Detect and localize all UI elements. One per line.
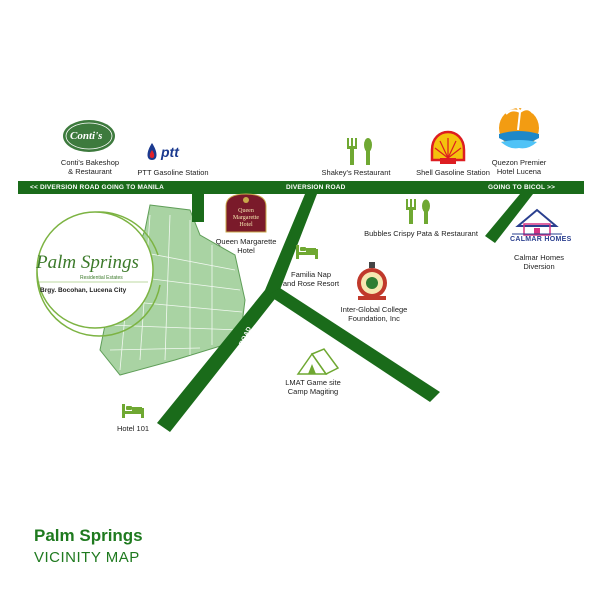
calmar-logo-text: CALMAR HOMES xyxy=(510,236,572,243)
estate-logo-subtext: Residential Estates xyxy=(80,275,123,281)
estate-barangay: Brgy. Bocohan, Lucena City xyxy=(40,287,127,294)
landmark-label-shell: Shell Gasoline Station xyxy=(416,168,490,177)
queen-margarette-logo-text: Queen Margarette Hotel xyxy=(232,208,260,228)
landmark-label-contis: Conti's Bakeshop& Restaurant xyxy=(60,158,120,176)
bed-icon xyxy=(296,245,318,259)
queen-margarette-logo-icon xyxy=(225,193,267,233)
ptt-logo-text: ptt xyxy=(161,144,179,160)
tent-icon xyxy=(296,348,340,375)
landmark-label-shakeys: Shakey's Restaurant xyxy=(321,168,391,177)
college-seal-icon xyxy=(357,262,387,300)
calmar-access-road xyxy=(485,194,533,243)
palm-sunset-icon xyxy=(499,103,539,149)
house-icon xyxy=(512,208,562,236)
landmark-label-hotel101: Hotel 101 xyxy=(116,424,150,433)
bed-icon xyxy=(122,404,144,418)
diversion-road-left-label: << DIVERSION ROAD GOING TO MANILA xyxy=(30,184,164,191)
shell-logo-icon xyxy=(430,130,466,164)
fork-spoon-icon xyxy=(406,199,430,224)
diversion-road-right-label: GOING TO BICOL >> xyxy=(488,184,556,191)
landmark-label-bubbles: Bubbles Crispy Pata & Restaurant xyxy=(364,229,478,238)
roads xyxy=(18,181,584,432)
branch-road xyxy=(268,288,440,402)
ptt-logo-icon xyxy=(147,143,157,160)
contis-logo-text: Conti's xyxy=(70,130,103,142)
map-title: Palm Springs xyxy=(34,526,143,545)
diversion-road-center-label: DIVERSION ROAD xyxy=(286,184,346,191)
bocohan-road xyxy=(157,194,317,432)
queen-access-road xyxy=(192,194,204,222)
diversion-road xyxy=(18,181,584,194)
fork-spoon-icon xyxy=(347,138,372,165)
landmark-label-ptt: PTT Gasoline Station xyxy=(137,168,209,177)
estate-logo-text: Palm Springs xyxy=(36,252,139,273)
map-subtitle: VICINITY MAP xyxy=(34,549,140,566)
palm-springs-logo xyxy=(36,211,161,337)
contis-logo-icon xyxy=(63,120,115,152)
